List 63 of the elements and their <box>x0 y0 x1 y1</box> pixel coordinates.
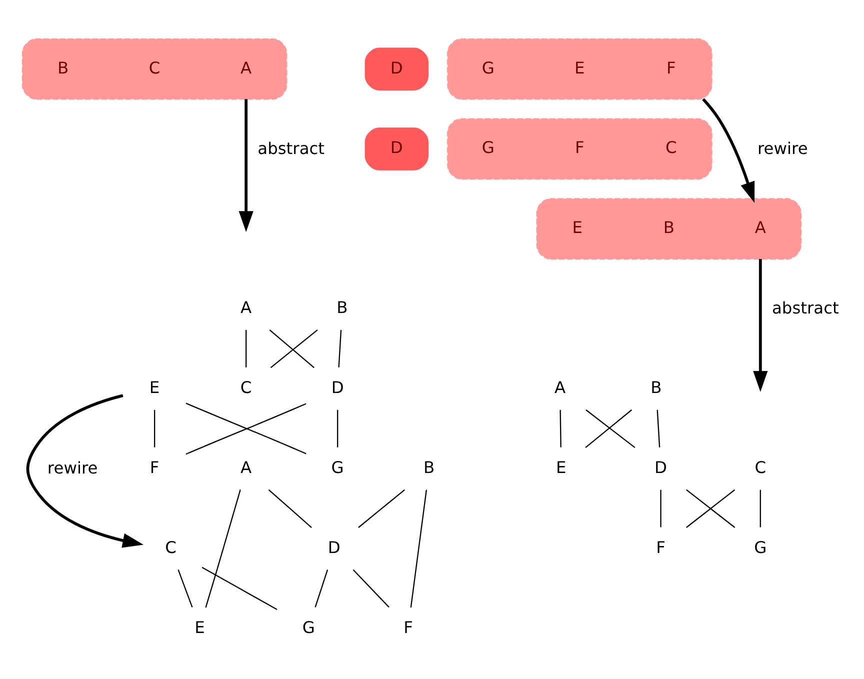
node-text: B <box>336 298 348 318</box>
connector <box>314 570 328 608</box>
node-text: C <box>240 378 252 398</box>
node-text: F <box>656 538 666 557</box>
node-box: D <box>364 128 429 170</box>
node-text: B <box>663 218 674 238</box>
connector <box>660 490 662 528</box>
node-text: F <box>575 138 584 158</box>
node-text: E <box>574 58 585 78</box>
connector <box>268 489 312 528</box>
cluster <box>536 198 802 260</box>
node-text: A <box>240 458 252 477</box>
arrow <box>26 394 144 548</box>
connector <box>178 570 193 608</box>
node-text: A <box>554 378 566 398</box>
edge-label: abstract <box>772 298 839 318</box>
node-text: B <box>57 58 69 78</box>
connector <box>410 490 428 608</box>
node-text: E <box>572 218 582 238</box>
node-text: C <box>148 58 160 78</box>
connector <box>560 410 562 448</box>
node-text: A <box>240 298 252 318</box>
node-text: A <box>240 58 252 78</box>
cluster <box>447 38 712 100</box>
arrow <box>753 259 768 392</box>
node-text: G <box>331 458 344 477</box>
arrow <box>238 99 254 232</box>
node-text: G <box>754 538 767 557</box>
node-text: E <box>149 378 160 398</box>
connector <box>656 410 660 448</box>
node-text: E <box>194 618 205 637</box>
node-text: G <box>482 58 494 78</box>
node-text: G <box>302 618 315 637</box>
connector <box>246 330 247 368</box>
cluster <box>447 118 712 180</box>
connector <box>760 490 761 528</box>
node-text: E <box>556 458 566 477</box>
edge-label: abstract <box>258 138 325 158</box>
connector <box>202 566 278 610</box>
node-box: D <box>364 48 429 90</box>
node-text: B <box>650 378 662 398</box>
connector <box>358 489 405 528</box>
connector <box>154 410 156 448</box>
node-text: D <box>331 378 344 398</box>
connector <box>338 330 342 368</box>
node-text: F <box>666 58 676 78</box>
edge-label: rewire <box>47 458 98 478</box>
node-text: C <box>754 458 766 477</box>
node-text: F <box>404 618 413 637</box>
edge-label: rewire <box>758 138 808 158</box>
node-text: F <box>150 458 160 477</box>
arrow <box>702 98 755 203</box>
node-text: D <box>328 538 340 557</box>
node-text: D <box>654 458 668 477</box>
node-text: C <box>165 538 176 557</box>
node-text: B <box>424 458 435 477</box>
node-text: C <box>666 138 677 158</box>
node-text: G <box>482 138 494 158</box>
node-text: A <box>754 218 766 238</box>
connector <box>337 410 338 448</box>
connector <box>205 490 241 608</box>
cluster <box>22 38 288 100</box>
connector <box>352 569 390 608</box>
